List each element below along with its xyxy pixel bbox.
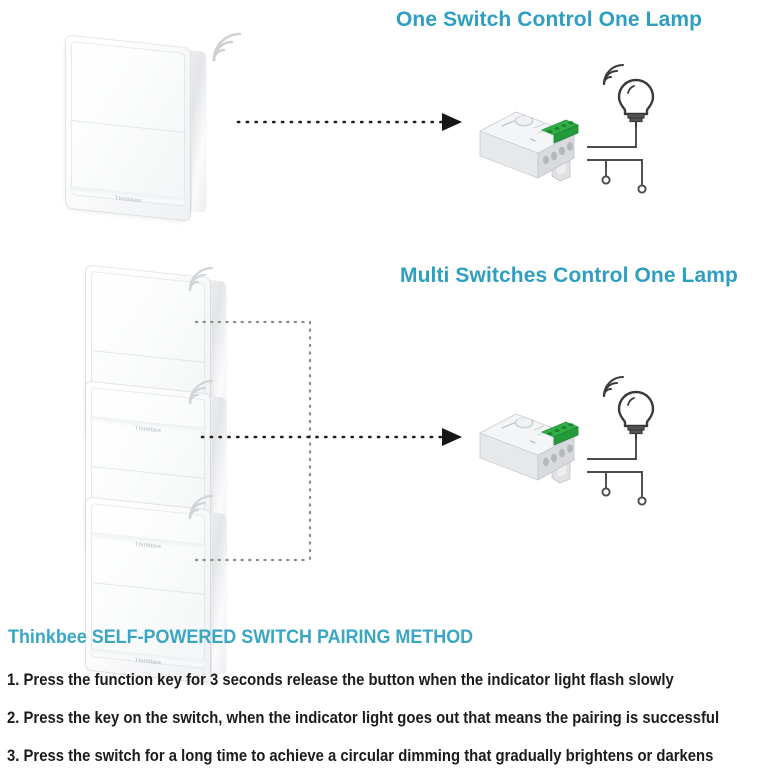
dotted-arrow-1 (236, 113, 462, 131)
dotted-bracket-multi (194, 320, 312, 562)
pairing-step-3: 3. Press the switch for a long time to a… (7, 747, 714, 765)
receiver-module-2[interactable] (474, 400, 586, 488)
wireless-signal-icon-1 (212, 32, 242, 62)
dotted-arrow-2 (200, 428, 462, 446)
pairing-method-heading: Thinkbee SELF-POWERED SWITCH PAIRING MET… (8, 626, 474, 648)
wireless-signal-icon-3 (188, 379, 214, 405)
wiring-diagram-2 (587, 439, 647, 506)
pairing-step-2: 2. Press the key on the switch, when the… (7, 709, 720, 727)
wiring-diagram-1 (587, 127, 647, 194)
wall-switch-1[interactable]: Thinkbee (66, 35, 206, 221)
wireless-signal-icon-2 (188, 266, 214, 292)
light-bulb-icon-1 (602, 63, 655, 128)
light-bulb-icon-2 (602, 375, 655, 440)
receiver-module-1[interactable] (474, 98, 586, 186)
section-title-multi-switch: Multi Switches Control One Lamp (400, 264, 738, 287)
wireless-signal-icon-4 (188, 494, 214, 520)
pairing-step-1: 1. Press the function key for 3 seconds … (7, 671, 674, 689)
section-title-one-switch: One Switch Control One Lamp (396, 8, 703, 31)
